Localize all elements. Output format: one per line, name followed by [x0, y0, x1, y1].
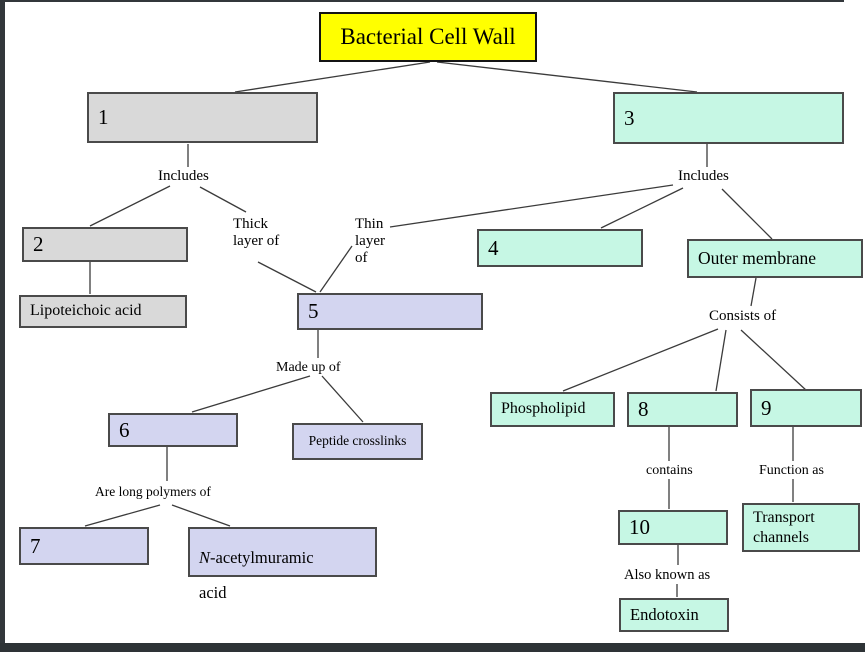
node-phospholipid: Phospholipid [490, 392, 615, 427]
node-blank-5: 5 [297, 293, 483, 330]
nam-line1: N-acetylmuramic [199, 548, 314, 568]
page-edge-left [0, 0, 5, 652]
nam-line2: acid [199, 582, 227, 602]
node-blank-3: 3 [613, 92, 844, 144]
edge-label-includes-left: Includes [158, 168, 209, 184]
edge-label-function-as: Function as [759, 463, 824, 478]
node-blank-2: 2 [22, 227, 188, 262]
node-blank-8: 8 [627, 392, 738, 427]
node-n-acetylmuramic-acid: N-acetylmuramic acid [188, 527, 377, 601]
node-blank-1: 1 [87, 92, 318, 143]
page-edge-top [0, 0, 844, 2]
node-blank-4: 4 [477, 229, 643, 267]
edge-label-consists-of: Consists of [709, 308, 777, 324]
node-blank-7: 7 [19, 527, 149, 565]
node-blank-6: 6 [108, 413, 238, 447]
node-blank-9: 9 [750, 389, 862, 427]
edge-label-made-up-of: Made up of [276, 360, 341, 375]
edge-label-includes-right: Includes [678, 168, 729, 184]
edge-label-thick-layer-of: Thick layer of [233, 216, 280, 249]
node-blank-10: 10 [618, 510, 728, 545]
node-outer-membrane: Outer membrane [687, 239, 863, 278]
node-lipoteichoic-acid: Lipoteichoic acid [19, 295, 187, 328]
node-endotoxin: Endotoxin [619, 598, 729, 632]
node-peptide-crosslinks: Peptide crosslinks [292, 423, 423, 460]
page-edge-bottom [0, 643, 865, 652]
node-bacterial-cell-wall: Bacterial Cell Wall [319, 12, 537, 62]
edge-label-are-long-polymers-of: Are long polymers of [95, 484, 211, 499]
edge-label-thin-layer-of: Thin layer of [355, 216, 385, 266]
edge-label-contains: contains [646, 463, 693, 478]
node-transport-channels: Transport channels [742, 503, 860, 552]
edge-label-also-known-as: Also known as [624, 567, 711, 583]
